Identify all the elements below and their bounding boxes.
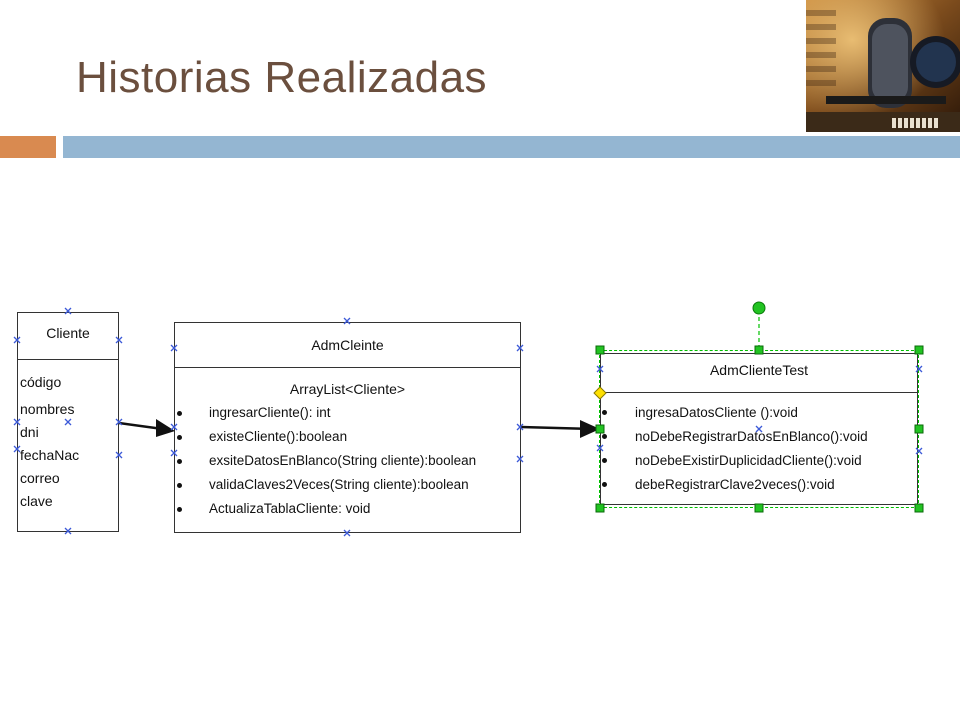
rotation-handle-icon[interactable] [752,301,766,315]
operation-ingresadatoscliente: ingresaDatosCliente ():void [635,405,798,420]
class-box-admclientetest[interactable]: AdmClienteTest ingresaDatosCliente ():vo… [599,350,919,508]
bullet-icon [602,482,607,487]
bullet-icon [602,410,607,415]
attribute-correo: correo [20,470,60,486]
class-box-admcleinte[interactable]: AdmCleinte ArrayList<Cliente> ingresarCl… [174,322,521,533]
attribute-codigo: código [20,374,62,390]
bullet-icon [177,507,182,512]
attribute-arraylist: ArrayList<Cliente> [289,381,406,397]
bullet-icon [177,435,182,440]
class-name-admcleinte: AdmCleinte [311,337,384,353]
attribute-nombres: nombres [20,401,75,417]
bullet-icon [177,459,182,464]
arrow-head-icon [580,420,600,438]
operation-actualizatablacliente: ActualizaTablaCliente: void [209,501,371,516]
class-separator [600,392,918,393]
arrow-head-icon [156,419,175,437]
attribute-fechanac: fechaNac [20,447,80,463]
operation-deberegistrarclave2veces: debeRegistrarClave2veces():void [635,477,835,492]
title-accent-orange-bar [0,136,56,158]
attribute-dni: dni [20,424,39,440]
attribute-clave: clave [20,493,53,509]
bullet-icon [602,434,607,439]
operation-existecliente: existeCliente():boolean [209,429,348,444]
bullet-icon [177,411,182,416]
class-name-cliente: Cliente [46,325,90,341]
operation-nodeberegistrardatosenblanco: noDebeRegistrarDatosEnBlanco():void [635,429,868,444]
class-name-admclientetest: AdmClienteTest [709,362,809,378]
title-accent-blue-bar [63,136,960,158]
class-separator [175,367,520,368]
slide-title: Historias Realizadas [76,53,488,102]
class-separator [18,359,118,360]
operation-ingresarcliente: ingresarCliente(): int [209,405,331,420]
bullet-icon [177,483,182,488]
operation-nodebeexistirduplicidadcliente: noDebeExistirDuplicidadCliente():void [635,453,862,468]
association-arrow-admcleinte-admclientetest[interactable] [520,425,594,431]
operation-validaclaves2veces: validaClaves2Veces(String cliente):boole… [209,477,469,492]
operation-exsitedatosenblanco: exsiteDatosEnBlanco(String cliente):bool… [209,453,477,468]
bullet-icon [602,458,607,463]
studio-microphone-photo [806,0,960,132]
association-arrow-cliente-admcleinte[interactable] [118,421,171,434]
class-box-cliente[interactable]: Cliente código nombres dni fechaNac corr… [17,312,119,532]
